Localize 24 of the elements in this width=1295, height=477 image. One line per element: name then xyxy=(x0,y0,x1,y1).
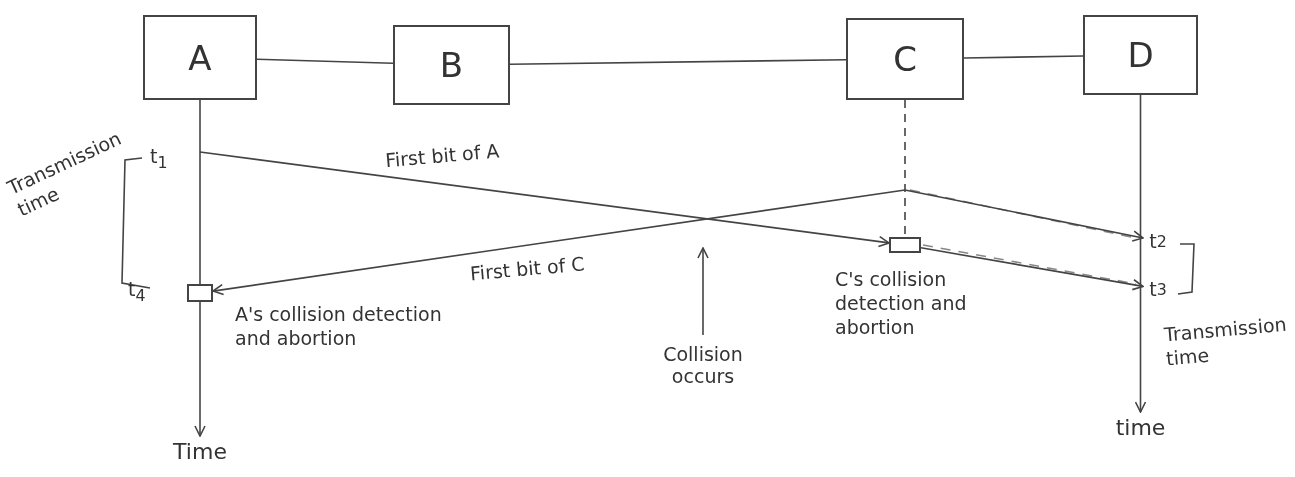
annotation-text: A's collision detection and abortion xyxy=(235,303,443,351)
arrow xyxy=(920,247,1144,291)
arrow xyxy=(1134,94,1147,413)
time-label: t$_{4}$ xyxy=(128,278,147,306)
connector-line xyxy=(199,99,201,285)
annotation-text: C's collision detection and abortion xyxy=(835,268,968,340)
station-box: B xyxy=(393,25,510,105)
arrow xyxy=(194,301,206,437)
station-box: C xyxy=(846,18,964,100)
time-label: t$_{1}$ xyxy=(150,145,169,173)
station-box: D xyxy=(1083,15,1198,95)
arrow xyxy=(697,247,709,336)
axis-label: time xyxy=(1103,412,1178,442)
connector-line xyxy=(256,58,394,65)
arrow xyxy=(199,151,890,248)
axis-label: Time xyxy=(165,436,235,466)
detection-box xyxy=(187,284,213,302)
annotation-text: Collision occurs xyxy=(648,335,758,395)
arrow xyxy=(212,189,906,296)
station-box: A xyxy=(143,15,257,100)
detection-box xyxy=(889,237,921,253)
connector-line xyxy=(963,55,1084,59)
axis-label: Transmission time xyxy=(1163,312,1289,371)
connector-line xyxy=(509,59,847,65)
